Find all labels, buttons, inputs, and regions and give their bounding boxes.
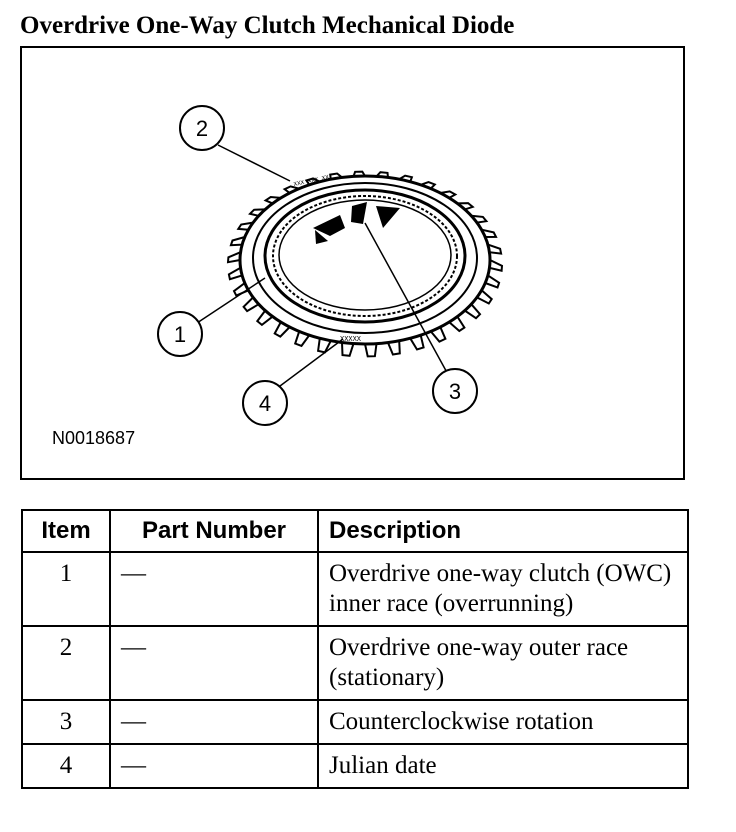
row-description: Counterclockwise rotation: [317, 699, 689, 745]
figure-id: N0018687: [52, 428, 136, 448]
clutch-illustration: XXXXX XXX XXX XX 2 1 3 4: [157, 105, 504, 426]
row-description: Overdrive one-way clutch (OWC) inner rac…: [317, 551, 689, 627]
leader-line-3: [364, 222, 451, 379]
callout-label: 1: [174, 322, 186, 347]
row-part-number: —: [109, 625, 319, 701]
table-row: 1 — Overdrive one-way clutch (OWC) inner…: [21, 551, 689, 627]
row-description: Julian date: [317, 743, 689, 789]
inner-race-edge: [278, 199, 452, 311]
callout-label: 2: [196, 116, 208, 141]
leader-line-1: [196, 277, 266, 324]
row-item: 3: [21, 699, 111, 745]
parts-table: Item Part Number Description 1 — Overdri…: [21, 509, 689, 789]
row-item: 1: [21, 551, 111, 627]
table-header-row: Item Part Number Description: [21, 509, 689, 553]
page-title: Overdrive One-Way Clutch Mechanical Diod…: [20, 12, 515, 39]
leader-line-4: [279, 338, 344, 387]
row-part-number: —: [109, 699, 319, 745]
inner-race-spline: [272, 195, 458, 317]
leader-line-2: [217, 144, 291, 182]
callout-4: 4: [242, 380, 288, 426]
callout-1: 1: [157, 311, 203, 357]
row-description: Overdrive one-way outer race (stationary…: [317, 625, 689, 701]
table-row: 2 — Overdrive one-way outer race (statio…: [21, 625, 689, 701]
table-row: 4 — Julian date: [21, 743, 689, 789]
row-part-number: —: [109, 743, 319, 789]
row-item: 4: [21, 743, 111, 789]
outer-race: [238, 174, 492, 346]
header-description: Description: [317, 509, 689, 553]
counterclockwise-arrow-icon: [313, 202, 400, 244]
figure-panel: XXXXX XXX XXX XX 2 1 3 4: [20, 46, 685, 480]
callout-3: 3: [432, 368, 478, 414]
row-part-number: —: [109, 551, 319, 627]
outer-race-tooth: [363, 342, 378, 358]
callout-2: 2: [179, 105, 225, 151]
outer-race-rim: [252, 182, 478, 334]
header-part-number: Part Number: [109, 509, 319, 553]
inner-race: [263, 188, 467, 324]
row-item: 2: [21, 625, 111, 701]
callout-label: 3: [449, 379, 461, 404]
header-item: Item: [21, 509, 111, 553]
julian-date-marking: XXXXX: [340, 336, 362, 344]
callout-label: 4: [259, 391, 271, 416]
table-row: 3 — Counterclockwise rotation: [21, 699, 689, 745]
